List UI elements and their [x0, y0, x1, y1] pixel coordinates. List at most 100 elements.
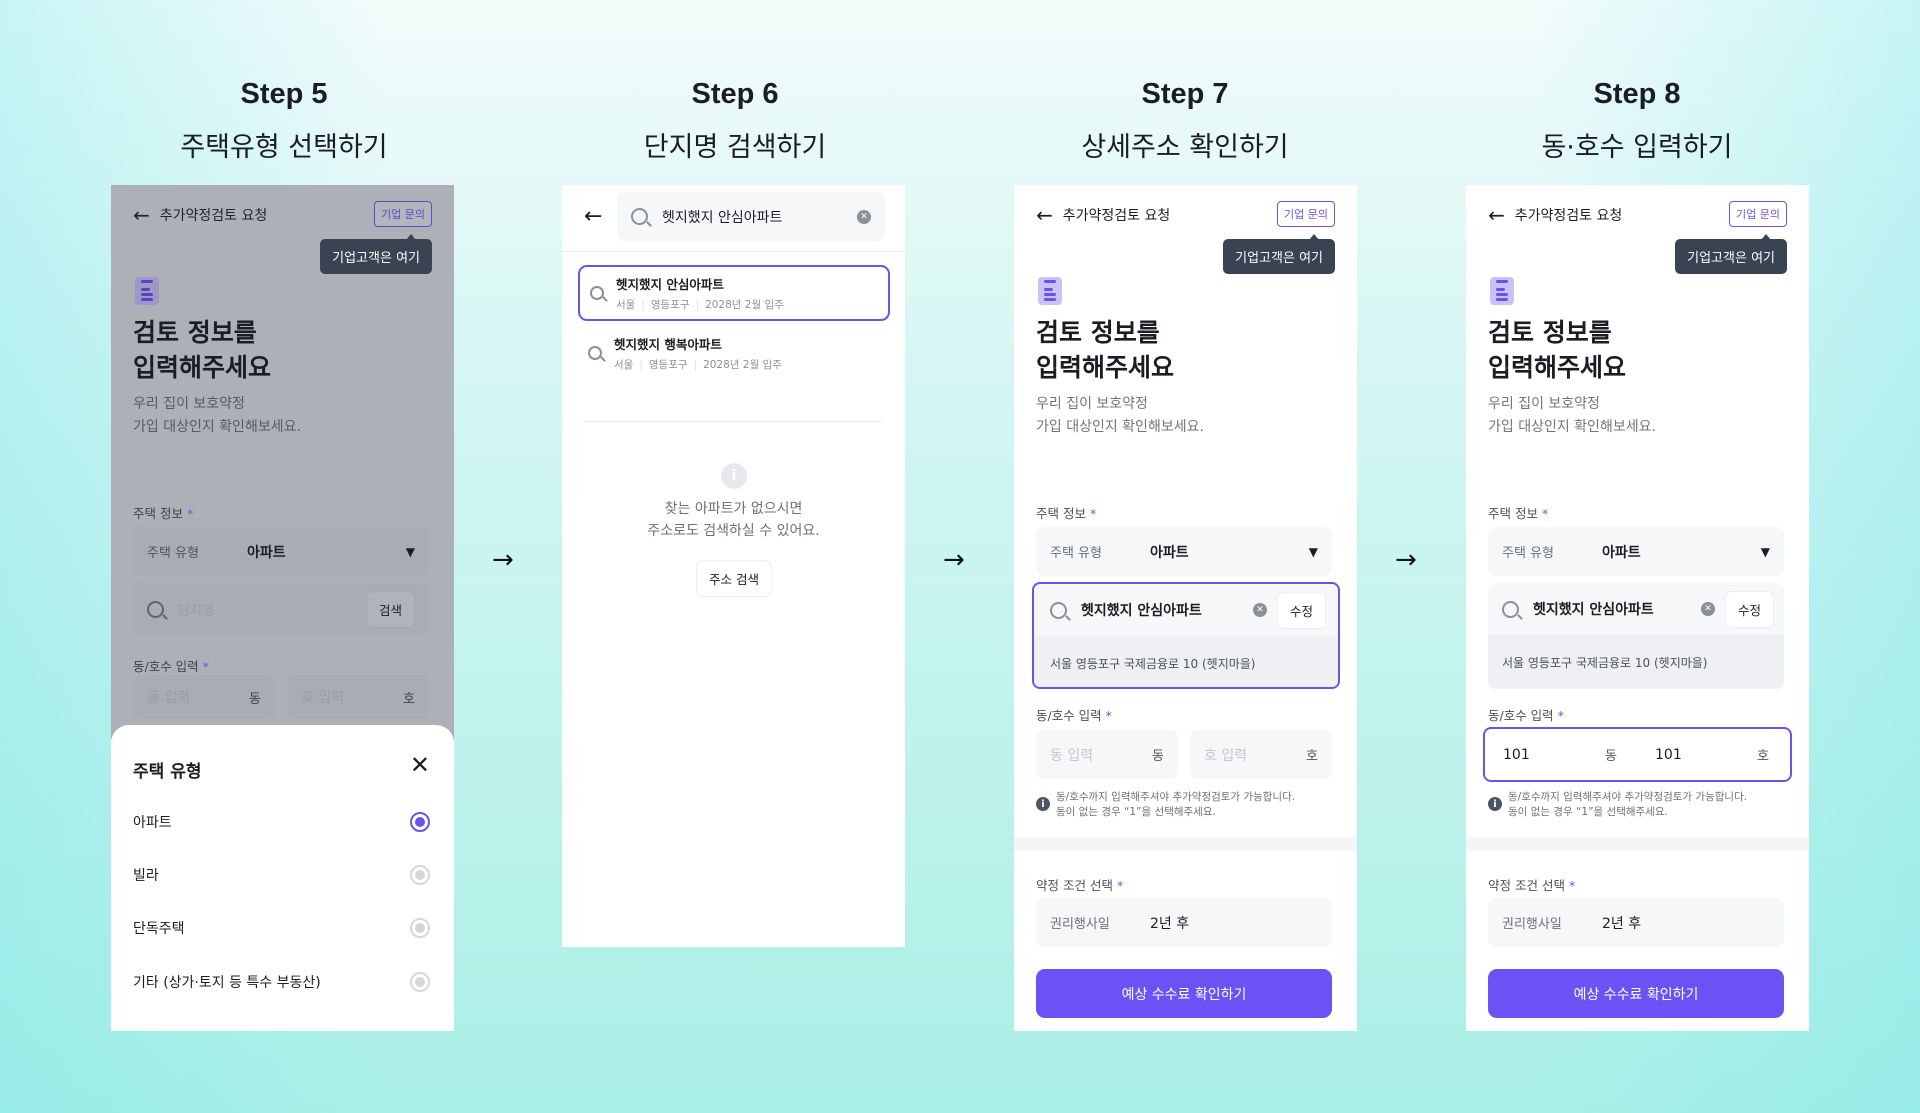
check-fee-button[interactable]: 예상 수수료 확인하기	[1488, 969, 1784, 1018]
step-title: 단지명 검색하기	[643, 132, 827, 163]
terms-label: 약정 조건 선택 *	[1036, 878, 1124, 893]
clear-icon[interactable]: ✕	[1252, 603, 1267, 617]
section-divider	[1466, 837, 1809, 851]
option-other[interactable]: 기타 (상가·토지 등 특수 부동산)	[133, 972, 430, 992]
caret-down-icon: ▼	[1760, 544, 1770, 559]
tooltip: 기업고객은 여기	[1675, 234, 1787, 274]
edit-button[interactable]: 수정	[1276, 591, 1326, 629]
back-arrow-icon[interactable]: →	[584, 204, 603, 229]
section-divider	[1014, 837, 1357, 851]
caret-down-icon: ▼	[405, 544, 415, 559]
tooltip: 기업고객은 여기	[1223, 234, 1335, 274]
app-header: → 추가약정검토 요청 기업 문의	[1036, 201, 1335, 227]
divider	[562, 251, 905, 252]
search-icon	[631, 208, 648, 225]
address-search-button[interactable]: 주소 검색	[696, 560, 772, 597]
search-icon	[588, 346, 602, 360]
unit-label: 동/호수 입력 *	[133, 659, 209, 674]
back-arrow-icon[interactable]: →	[133, 203, 150, 227]
header-title: 추가약정검토 요청	[1062, 208, 1171, 224]
check-fee-button[interactable]: 예상 수수료 확인하기	[1036, 969, 1332, 1018]
option-detached-house[interactable]: 단독주택	[133, 918, 430, 938]
selected-complex-card: 헷지했지 안심아파트✕수정 서울 영등포구 국제금융로 10 (헷지마을)	[1488, 583, 1784, 689]
unit-label: 동/호수 입력 *	[1036, 708, 1112, 723]
clipboard-icon	[1038, 277, 1062, 305]
tooltip: 기업고객은 여기	[320, 234, 432, 274]
arrow-right-icon: →	[1395, 545, 1417, 575]
phone-step-6: → 헷지했지 안심아파트✕ 헷지했지 안심아파트서울영등포구2028년 2월 입…	[562, 185, 905, 947]
arrow-right-icon: →	[943, 545, 965, 575]
step-number: Step 6	[691, 78, 779, 110]
clipboard-icon	[1490, 277, 1514, 305]
radio[interactable]	[410, 865, 430, 885]
clear-icon[interactable]: ✕	[857, 209, 871, 224]
search-button[interactable]: 검색	[365, 590, 415, 628]
business-inquiry-button[interactable]: 기업 문의	[1729, 201, 1787, 227]
edit-button[interactable]: 수정	[1724, 590, 1774, 628]
complex-input[interactable]: 헷지했지 안심아파트✕수정	[1488, 583, 1784, 635]
address-text: 서울 영등포구 국제금융로 10 (헷지마을)	[1488, 635, 1784, 689]
option-villa[interactable]: 빌라	[133, 865, 430, 885]
caret-down-icon: ▼	[1308, 544, 1318, 559]
info-icon: i	[1488, 797, 1502, 811]
step-title: 상세주소 확인하기	[1081, 132, 1289, 163]
search-icon	[590, 286, 604, 300]
complex-input[interactable]: 헷지했지 안심아파트✕수정	[1034, 584, 1338, 636]
selected-complex-card: 헷지했지 안심아파트✕수정 서울 영등포구 국제금융로 10 (헷지마을)	[1032, 582, 1340, 689]
app-header: → 추가약정검토 요청 기업 문의	[133, 201, 432, 227]
business-inquiry-button[interactable]: 기업 문의	[1277, 201, 1335, 227]
step-title: 주택유형 선택하기	[180, 132, 388, 163]
close-icon[interactable]: ✕	[409, 751, 430, 779]
search-icon	[1050, 601, 1067, 619]
step-title: 동·호수 입력하기	[1541, 132, 1733, 163]
back-arrow-icon[interactable]: →	[1036, 203, 1053, 227]
complex-search-input[interactable]: 헷지했지 안심아파트✕	[617, 192, 885, 241]
search-result-item[interactable]: 헷지했지 안심아파트서울영등포구2028년 2월 입주	[578, 265, 890, 321]
radio[interactable]	[410, 918, 430, 938]
info-icon: i	[1036, 797, 1050, 811]
divider	[584, 421, 883, 422]
radio-selected[interactable]	[410, 812, 430, 832]
option-apartment[interactable]: 아파트	[133, 812, 430, 832]
terms-label: 약정 조건 선택 *	[1488, 878, 1576, 893]
business-inquiry-button[interactable]: 기업 문의	[374, 201, 432, 227]
clipboard-icon	[135, 277, 159, 305]
house-info-label: 주택 정보 *	[1488, 506, 1549, 521]
house-type-bottom-sheet: 주택 유형 ✕ 아파트 빌라 단독주택 기타 (상가·토지 등 특수 부동산)	[111, 725, 454, 1031]
radio[interactable]	[410, 972, 430, 992]
clear-icon[interactable]: ✕	[1700, 602, 1715, 616]
step-number: Step 5	[240, 78, 328, 110]
back-arrow-icon[interactable]: →	[1488, 203, 1505, 227]
search-result-item[interactable]: 헷지했지 행복아파트서울영등포구2028년 2월 입주	[578, 325, 890, 381]
arrow-right-icon: →	[492, 545, 514, 575]
header-title: 추가약정검토 요청	[159, 208, 268, 224]
search-icon	[147, 600, 164, 618]
